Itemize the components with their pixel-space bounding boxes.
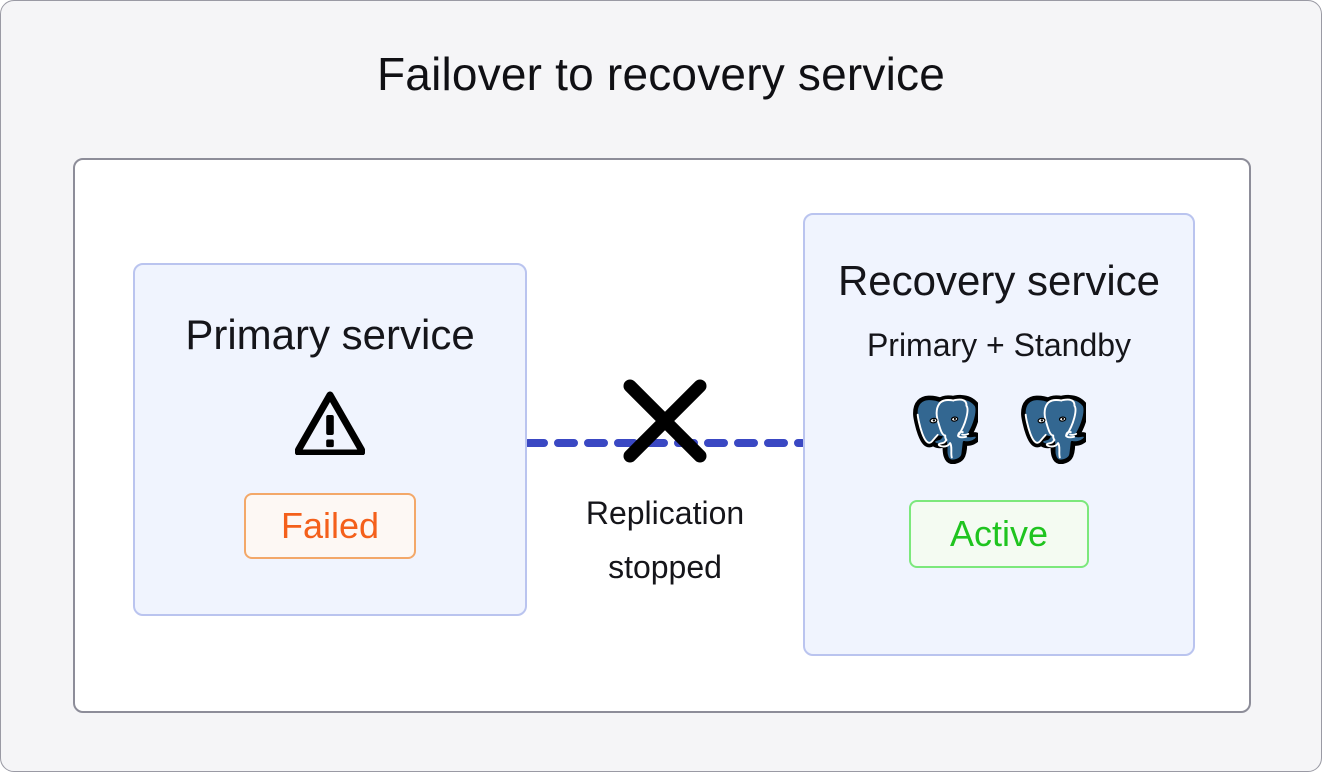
- status-badge-failed[interactable]: Failed: [244, 493, 416, 560]
- replication-status-label: Replication stopped: [527, 487, 803, 595]
- postgresql-elephant-icon: [913, 395, 978, 465]
- replication-label-line1: Replication: [585, 495, 745, 531]
- diagram-panel: Primary service Failed Replication stopp…: [73, 158, 1251, 713]
- status-badge-active[interactable]: Active: [909, 500, 1089, 569]
- recovery-service-node[interactable]: Recovery service Primary + Standby: [803, 213, 1195, 656]
- page-title: Failover to recovery service: [377, 48, 945, 100]
- recovery-service-subtitle: Primary + Standby: [866, 327, 1132, 364]
- postgresql-elephant-icon: [1021, 395, 1086, 465]
- recovery-service-title: Recovery service: [837, 257, 1161, 304]
- replication-label-line2: stopped: [608, 548, 722, 585]
- warning-triangle-icon: [295, 391, 365, 456]
- postgres-instance-row: [912, 394, 1086, 465]
- replication-dashed-line: [527, 439, 803, 447]
- primary-service-node[interactable]: Primary service Failed: [133, 263, 527, 616]
- primary-service-title: Primary service: [185, 311, 475, 358]
- x-cross-icon: [623, 379, 707, 463]
- replication-link: Replication stopped: [527, 263, 803, 663]
